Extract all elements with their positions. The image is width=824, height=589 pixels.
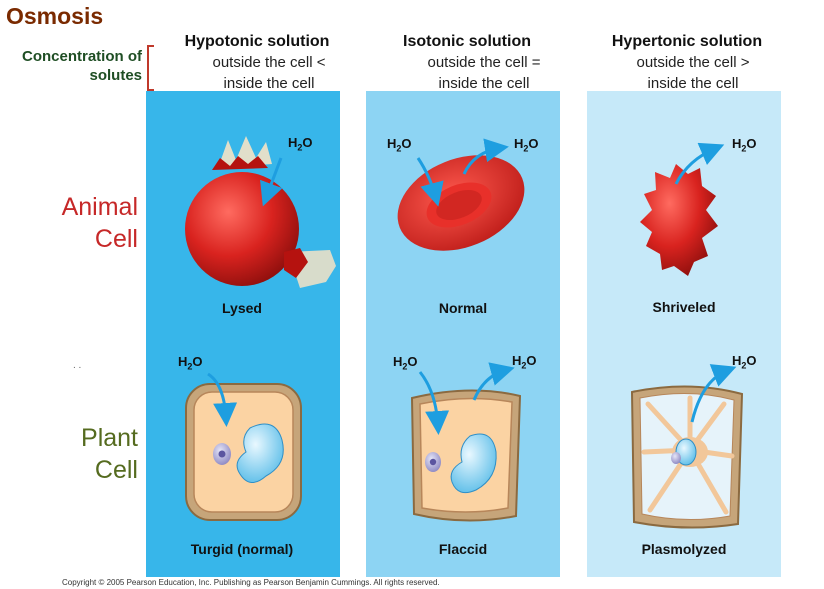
water-label-turgid: H2O <box>178 354 203 372</box>
label-turgid: Turgid (normal) <box>190 541 294 557</box>
water-label-flaccid-out: H2O <box>512 353 537 371</box>
label-plasmolyzed: Plasmolyzed <box>641 541 727 557</box>
heading-hypotonic-line1: outside the cell < <box>212 54 326 71</box>
water-in-arrow-lysed <box>260 157 283 207</box>
row-label-plant-line2: Cell <box>94 456 138 484</box>
stray-dots: . . <box>73 360 82 371</box>
water-label-plasmolyzed: H2O <box>732 353 757 371</box>
concentration-label-line2: solutes <box>89 67 142 84</box>
heading-hypotonic-line2: inside the cell <box>223 75 315 92</box>
copyright-notice: Copyright © 2005 Pearson Education, Inc.… <box>62 578 440 587</box>
scrollbar[interactable] <box>790 0 824 589</box>
heading-isotonic-line2: inside the cell <box>438 75 530 92</box>
water-label-shriveled: H2O <box>732 136 757 154</box>
label-shriveled: Shriveled <box>652 299 716 315</box>
shriveled-red-blood-cell <box>640 164 718 276</box>
flaccid-plant-cell <box>410 389 522 522</box>
label-lysed: Lysed <box>222 300 262 316</box>
heading-isotonic-line1: outside the cell = <box>427 54 541 71</box>
heading-isotonic-title: Isotonic solution <box>403 33 531 50</box>
row-label-plant: Plant Cell <box>20 422 138 486</box>
page-title: Osmosis <box>6 3 104 29</box>
heading-isotonic: Isotonic solution outside the cell = ins… <box>350 31 584 94</box>
row-label-animal-line1: Animal <box>61 193 138 221</box>
turgid-plant-cell <box>185 383 302 521</box>
water-out-arrow-flaccid <box>472 362 515 401</box>
row-label-animal: Animal Cell <box>20 191 138 255</box>
water-label-lysed: H2O <box>288 135 313 153</box>
water-label-normal-in: H2O <box>387 136 412 154</box>
lysed-red-blood-cell <box>185 136 336 288</box>
water-in-arrow-turgid <box>207 372 238 427</box>
water-in-arrow-flaccid <box>418 371 450 435</box>
label-flaccid: Flaccid <box>438 541 488 557</box>
concentration-label: Concentration of solutes <box>0 47 142 85</box>
heading-hypertonic-title: Hypertonic solution <box>611 33 763 50</box>
heading-hypotonic: Hypotonic solution outside the cell < in… <box>140 31 374 94</box>
heading-hypertonic-line2: inside the cell <box>647 75 739 92</box>
heading-hypertonic-line1: outside the cell > <box>636 54 750 71</box>
label-normal: Normal <box>438 300 488 316</box>
row-label-animal-line2: Cell <box>94 225 138 253</box>
concentration-label-line1: Concentration of <box>22 48 142 65</box>
water-in-arrow-normal <box>416 157 444 207</box>
water-out-arrow-normal <box>462 138 509 175</box>
normal-red-blood-cell <box>397 155 525 251</box>
heading-hypotonic-title: Hypotonic solution <box>184 33 330 50</box>
water-label-flaccid-in: H2O <box>393 354 418 372</box>
water-out-arrow-shriveled <box>674 142 725 185</box>
water-out-arrow-plasmolyzed <box>690 364 737 423</box>
heading-hypertonic: Hypertonic solution outside the cell > i… <box>570 31 804 94</box>
plasmolyzed-plant-cell <box>630 385 744 529</box>
water-label-normal-out: H2O <box>514 136 539 154</box>
row-label-plant-line1: Plant <box>81 424 138 452</box>
concentration-bracket <box>147 45 154 91</box>
